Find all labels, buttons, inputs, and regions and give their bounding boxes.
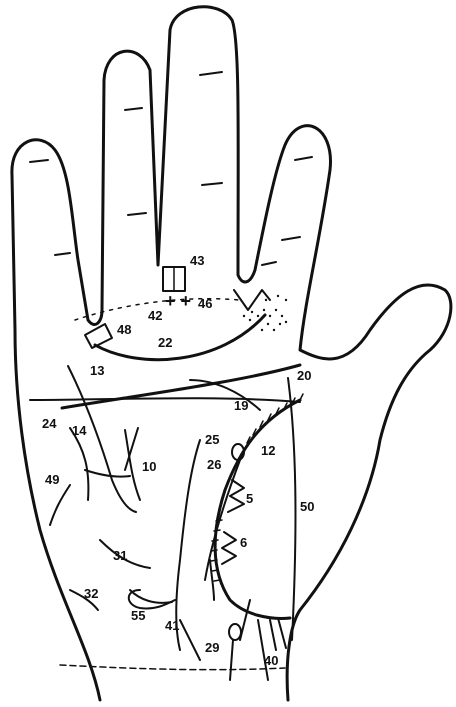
label-43: 43 [190, 253, 204, 268]
label-13: 13 [90, 363, 104, 378]
finger-creases [30, 72, 312, 265]
label-12: 12 [261, 443, 275, 458]
label-10: 10 [142, 459, 156, 474]
life-line [215, 400, 300, 618]
label-48: 48 [117, 322, 131, 337]
dotted-patch [243, 295, 287, 331]
label-32: 32 [84, 586, 98, 601]
cross-marks: + + [165, 291, 191, 311]
label-5: 5 [246, 491, 253, 506]
label-50: 50 [300, 499, 314, 514]
fate-line [288, 378, 295, 640]
label-46: 46 [198, 296, 212, 311]
label-14: 14 [72, 423, 87, 438]
label-26: 26 [207, 457, 221, 472]
label-25: 25 [205, 432, 219, 447]
zigzag-6 [222, 532, 236, 564]
label-55: 55 [131, 608, 145, 623]
label-19: 19 [234, 398, 248, 413]
label-24: 24 [42, 416, 57, 431]
loop-mark-55 [129, 590, 175, 608]
rectangle-mark-48 [85, 324, 112, 348]
wrist-line [60, 665, 285, 670]
palm-cross-line [30, 398, 300, 402]
hand-outline [12, 7, 451, 700]
label-29: 29 [205, 640, 219, 655]
label-42: 42 [148, 308, 162, 323]
triangle-mark [234, 290, 270, 310]
label-31: 31 [113, 548, 127, 563]
label-20: 20 [297, 368, 311, 383]
loop-mark-29 [229, 624, 241, 640]
label-40: 40 [264, 653, 278, 668]
label-22: 22 [158, 335, 172, 350]
label-41: 41 [165, 618, 179, 633]
label-49: 49 [45, 472, 59, 487]
label-6: 6 [240, 535, 247, 550]
